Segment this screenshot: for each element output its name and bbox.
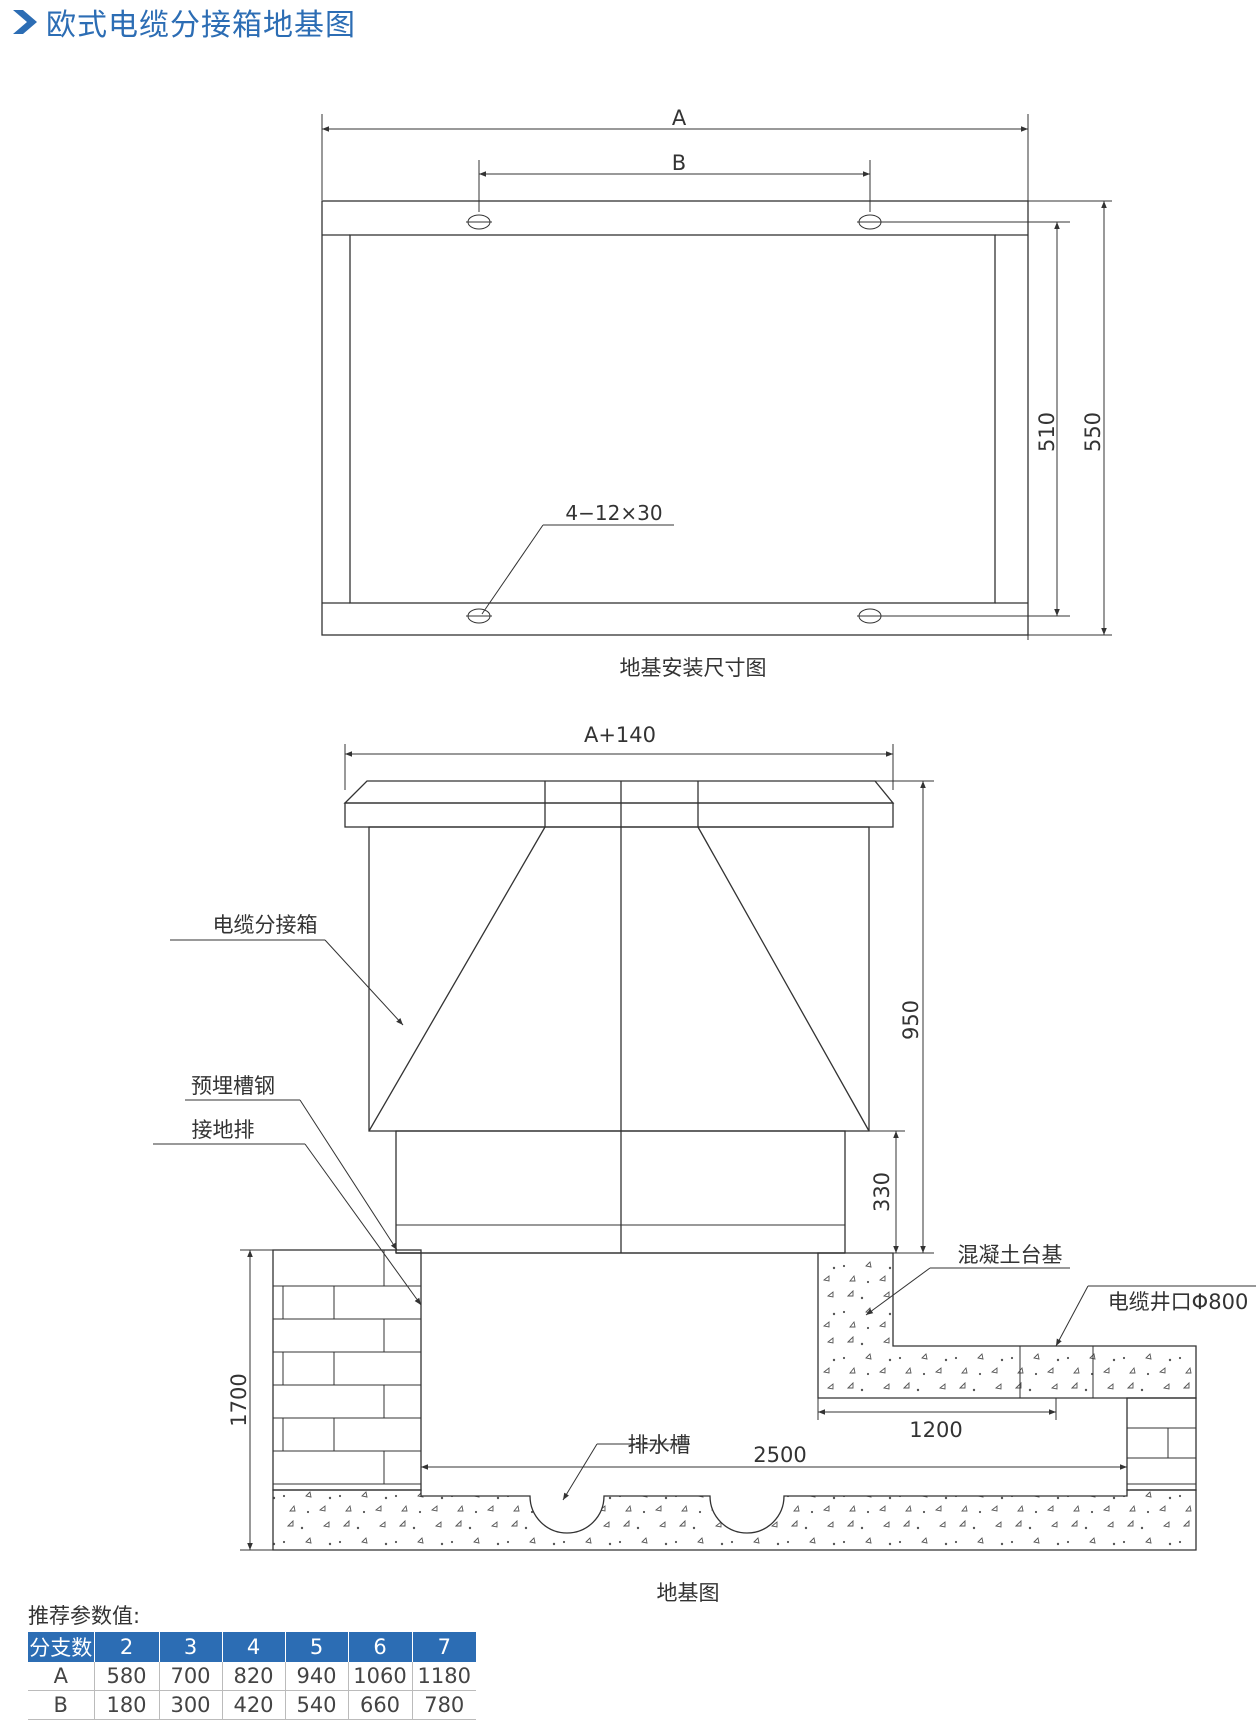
- table-cell: 180: [94, 1690, 160, 1720]
- table-cell: 820: [222, 1662, 286, 1691]
- section-view-caption: 地基图: [657, 1581, 720, 1605]
- section-view: A+140 950 330: [153, 723, 1256, 1605]
- table-cell: 1180: [412, 1662, 476, 1691]
- table-header-cell: 4: [222, 1632, 286, 1662]
- table-row: B 180 300 420 540 660 780: [28, 1690, 476, 1720]
- page-title: 欧式电缆分接箱地基图: [10, 2, 356, 43]
- table-header-row: 分支数 2 3 4 5 6 7: [28, 1632, 476, 1662]
- table-cell: 940: [285, 1662, 349, 1691]
- label-ground-bar: 接地排: [192, 1118, 255, 1142]
- table-cell: B: [28, 1690, 95, 1720]
- concrete-base-right: [817, 1252, 1197, 1399]
- foundation-slab: [272, 1489, 1197, 1551]
- dim-1200-label: 1200: [909, 1418, 962, 1442]
- table-header-cell: 7: [412, 1632, 476, 1662]
- table-header-cell: 6: [348, 1632, 413, 1662]
- brick-wall-right: [1126, 1397, 1197, 1491]
- mounting-hole: [857, 608, 883, 624]
- dim-330-label: 330: [870, 1172, 894, 1212]
- dim-1700-label: 1700: [227, 1373, 251, 1426]
- cabinet-body: [368, 826, 870, 1132]
- page-title-text: 欧式电缆分接箱地基图: [46, 8, 356, 43]
- dim-550-label: 550: [1081, 412, 1105, 452]
- table-cell: 540: [285, 1690, 349, 1720]
- table-header-cell: 3: [159, 1632, 223, 1662]
- dim-width-label: A+140: [584, 723, 656, 747]
- dim-2500-label: 2500: [753, 1443, 806, 1467]
- label-drain: 排水槽: [628, 1433, 691, 1457]
- table-cell: 300: [159, 1690, 223, 1720]
- table-row: A 580 700 820 940 1060 1180: [28, 1662, 476, 1691]
- table-cell: 1060: [348, 1662, 413, 1691]
- mounting-hole: [857, 214, 883, 230]
- dim-b-label: B: [672, 151, 686, 175]
- dim-a-label: A: [672, 106, 687, 130]
- label-channel-steel: 预埋槽钢: [191, 1074, 275, 1098]
- brick-wall-left: [272, 1249, 422, 1491]
- table-caption: 推荐参数值:: [28, 1604, 141, 1628]
- table-header-cell: 2: [94, 1632, 160, 1662]
- mounting-hole: [466, 608, 492, 624]
- parameter-table: 分支数 2 3 4 5 6 7 A 580 700 820 940 1060 1…: [28, 1632, 476, 1720]
- label-cabinet: 电缆分接箱: [213, 913, 318, 937]
- hole-spec-label: 4−12×30: [565, 501, 662, 525]
- top-view-caption: 地基安装尺寸图: [620, 656, 767, 680]
- top-view: A B 510 550 4−12×30 地基安装尺寸图: [321, 106, 1112, 680]
- table-cell: A: [28, 1662, 95, 1691]
- table-cell: 660: [348, 1690, 413, 1720]
- table-cell: 420: [222, 1690, 286, 1720]
- label-cable-well: 电缆井口Φ800: [1108, 1290, 1249, 1314]
- dim-950-label: 950: [899, 1000, 923, 1040]
- table-cell: 700: [159, 1662, 223, 1691]
- table-cell: 580: [94, 1662, 160, 1691]
- dim-510-label: 510: [1035, 412, 1059, 452]
- table-header-cell: 5: [285, 1632, 349, 1662]
- chevron-right-icon: [13, 10, 37, 34]
- table-cell: 780: [412, 1690, 476, 1720]
- table-header-cell: 分支数: [28, 1632, 95, 1662]
- label-concrete-base: 混凝土台基: [958, 1243, 1063, 1267]
- mounting-hole: [466, 214, 492, 230]
